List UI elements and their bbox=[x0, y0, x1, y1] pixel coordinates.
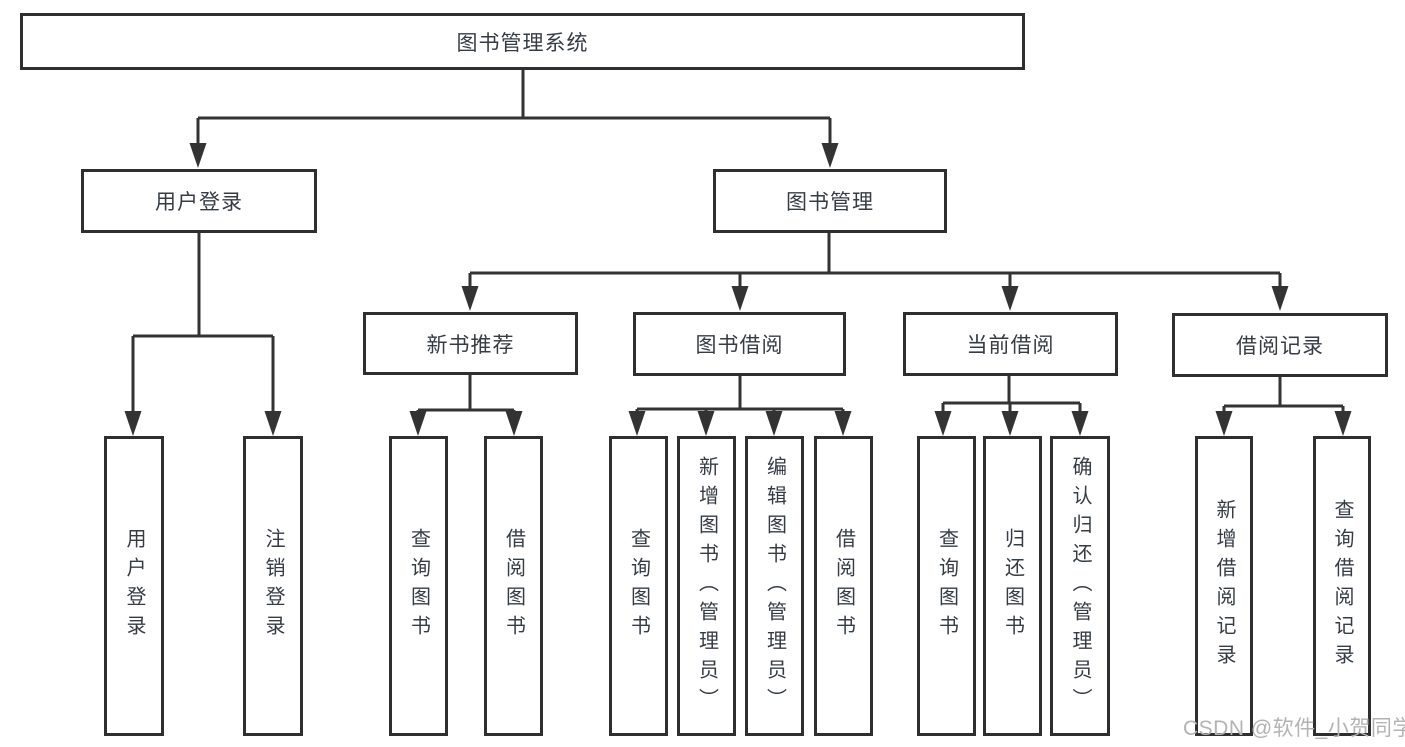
leaf-add-borrow-record: 新增借阅记录 bbox=[1195, 436, 1253, 736]
leaf-borrow-books: 借阅图书 bbox=[814, 436, 873, 736]
node-library-system: 图书管理系统 bbox=[20, 13, 1025, 70]
leaf-return-books: 归还图书 bbox=[983, 436, 1042, 736]
leaf-user-login: 用户登录 bbox=[104, 436, 164, 736]
leaf-edit-books-admin: 编辑图书（管理员） bbox=[745, 436, 804, 736]
csdn-watermark: CSDN @软件_小贺同学 bbox=[1183, 717, 1405, 740]
node-current-borrow: 当前借阅 bbox=[903, 312, 1118, 376]
leaf-current-query-books: 查询图书 bbox=[917, 436, 976, 736]
leaf-query-borrow-record: 查询借阅记录 bbox=[1313, 436, 1371, 736]
node-borrow-records: 借阅记录 bbox=[1172, 313, 1388, 377]
leaf-logout: 注销登录 bbox=[243, 436, 303, 736]
leaf-recommend-borrow-books: 借阅图书 bbox=[484, 436, 543, 736]
node-new-book-recommend: 新书推荐 bbox=[363, 312, 578, 375]
leaf-recommend-query-books: 查询图书 bbox=[389, 436, 448, 736]
leaf-borrow-query-books: 查询图书 bbox=[609, 436, 668, 736]
node-user-login: 用户登录 bbox=[81, 169, 317, 233]
leaf-confirm-return-admin: 确认归还（管理员） bbox=[1050, 436, 1110, 736]
node-book-borrow: 图书借阅 bbox=[633, 312, 846, 376]
arrowhead-icons bbox=[124, 143, 1352, 436]
node-book-management: 图书管理 bbox=[713, 169, 947, 233]
leaf-add-books-admin: 新增图书（管理员） bbox=[677, 436, 736, 736]
